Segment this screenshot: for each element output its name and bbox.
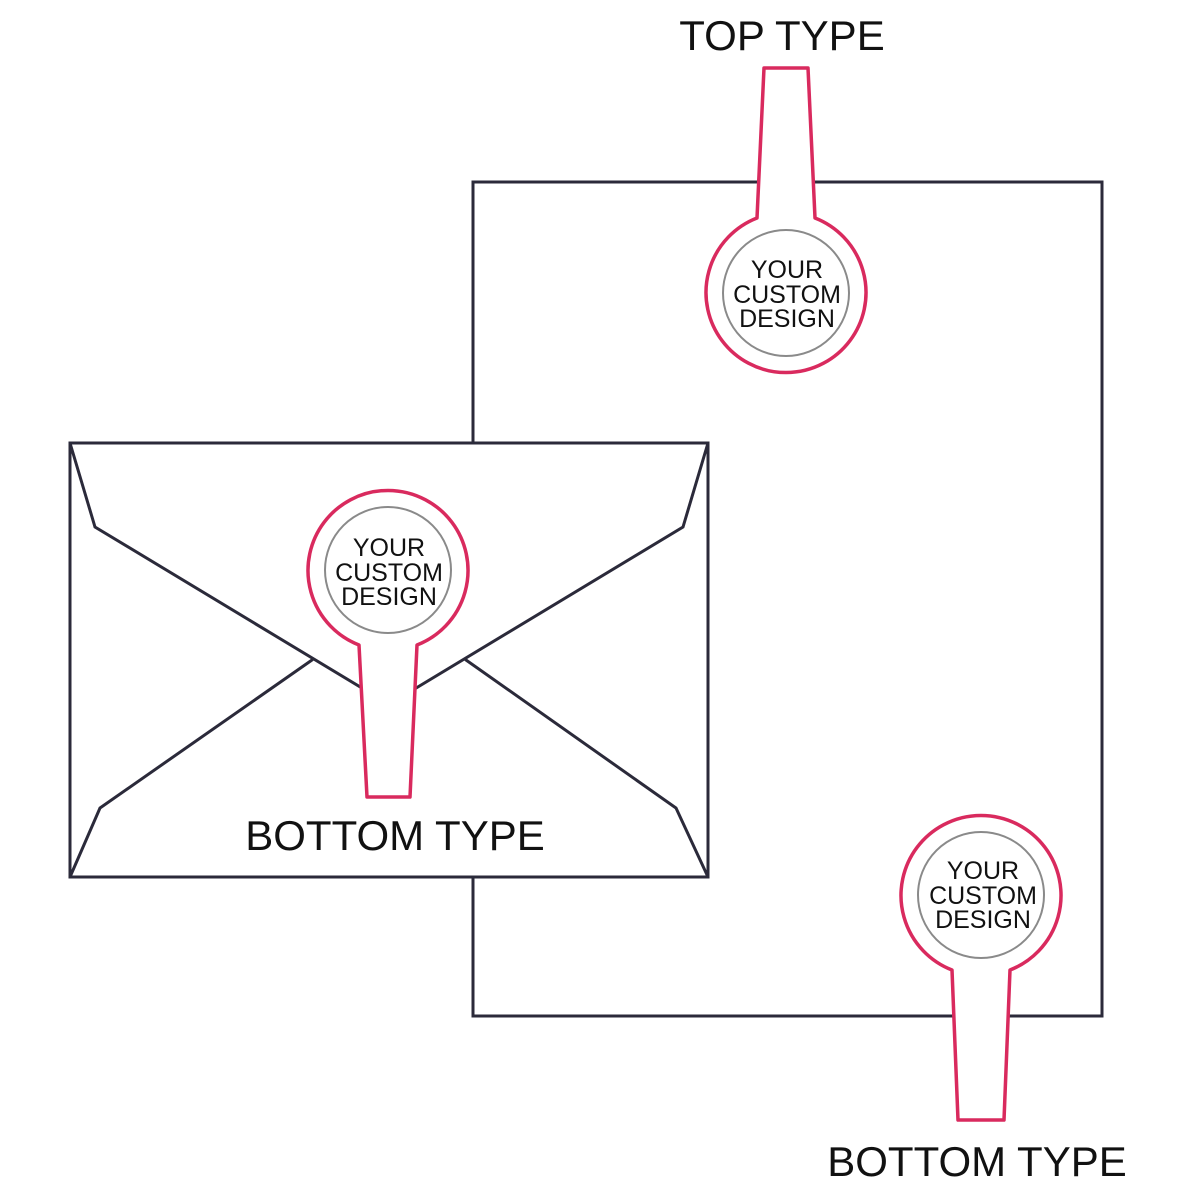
envelope-bottom-right-fold xyxy=(464,658,710,879)
seal-top-line-2: CUSTOM xyxy=(733,281,841,309)
seal-top-design-ring xyxy=(722,229,850,357)
envelope-flap-right-fold xyxy=(386,441,710,707)
seal-envelope-line-2: CUSTOM xyxy=(335,559,443,587)
seal-paper-bottom-line-1: YOUR xyxy=(947,857,1019,885)
paper-bottom-type-label: BOTTOM TYPE xyxy=(827,1138,1127,1185)
top-type-label: TOP TYPE xyxy=(679,12,884,59)
envelope-bottom-type-label: BOTTOM TYPE xyxy=(245,812,545,859)
seal-paper-bottom-design-ring xyxy=(917,831,1045,959)
seal-envelope-line-3: DESIGN xyxy=(341,583,437,611)
seal-paper-bottom-type: YOUR CUSTOM DESIGN xyxy=(899,813,1063,1122)
seal-envelope-design-ring xyxy=(324,506,452,634)
envelope-bottom-left-fold xyxy=(68,658,314,879)
seal-envelope-bottom-type: YOUR CUSTOM DESIGN xyxy=(306,488,470,799)
seal-top-line-1: YOUR xyxy=(751,256,823,284)
envelope-flap-left-fold xyxy=(68,441,392,707)
seal-paper-bottom-line-2: CUSTOM xyxy=(929,882,1037,910)
seal-top-line-3: DESIGN xyxy=(739,305,835,333)
seal-top-type: YOUR CUSTOM DESIGN xyxy=(704,66,868,375)
seal-paper-bottom-line-3: DESIGN xyxy=(935,906,1031,934)
seal-envelope-line-1: YOUR xyxy=(353,534,425,562)
